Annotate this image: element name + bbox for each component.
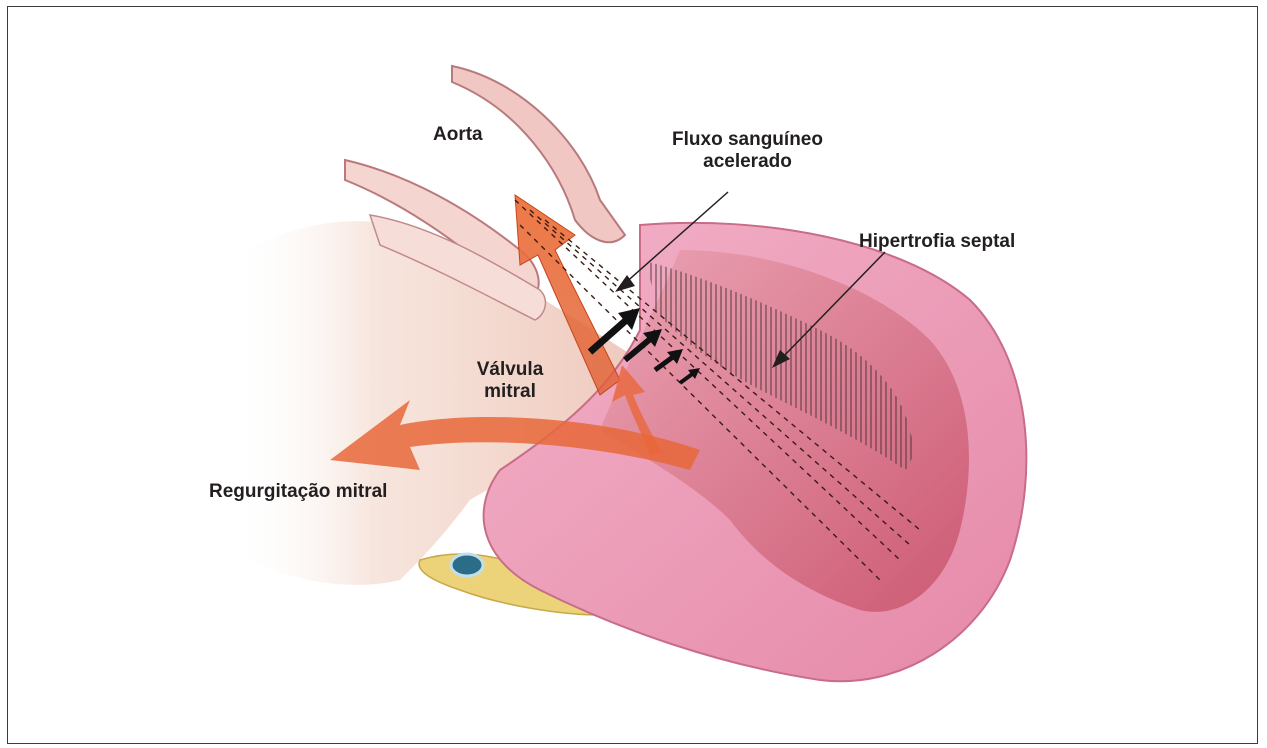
label-mitral-valve: Válvula mitral [465,359,555,403]
label-septal-hypertrophy: Hipertrofia septal [859,231,1015,253]
label-mitral-valve-line2: mitral [465,381,555,403]
label-accelerated-flow-line2: acelerado [660,151,835,173]
coronary-vessel [451,554,483,576]
label-mitral-valve-line1: Válvula [465,359,555,381]
label-accelerated-flow: Fluxo sanguíneo acelerado [660,129,835,173]
label-aorta: Aorta [433,124,483,146]
label-accelerated-flow-line1: Fluxo sanguíneo [660,129,835,151]
label-mitral-regurgitation: Regurgitação mitral [209,481,387,503]
